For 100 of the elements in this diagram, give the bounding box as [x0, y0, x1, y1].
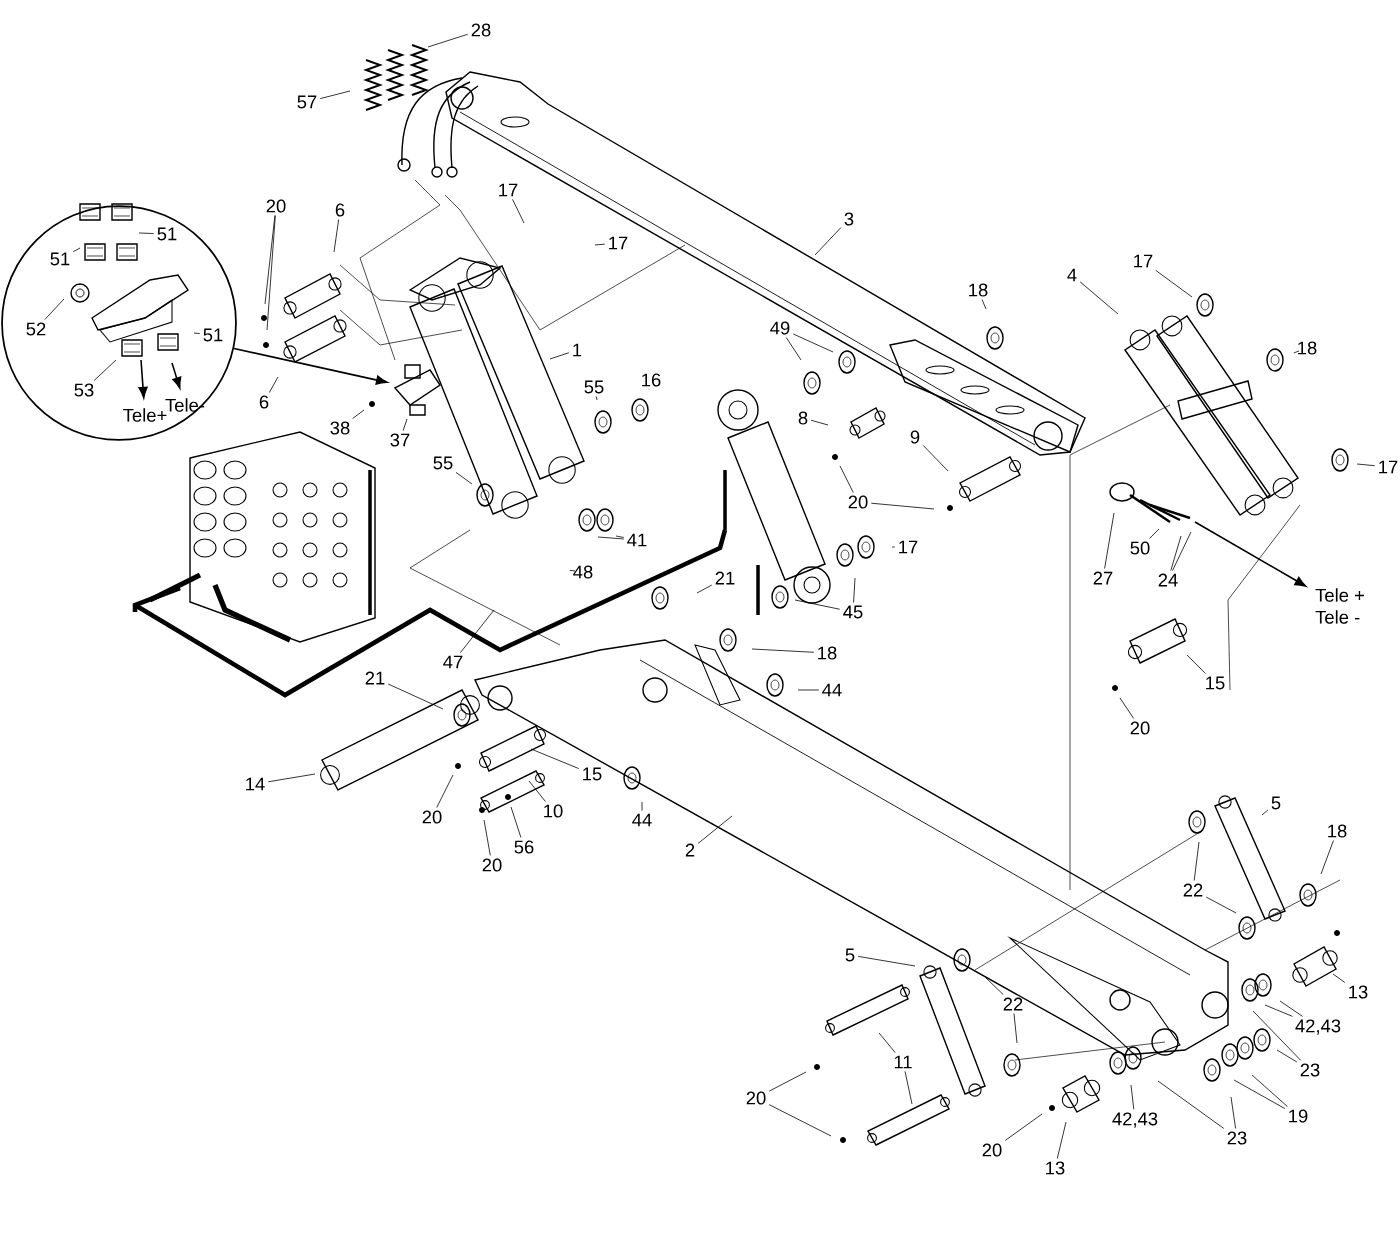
leader-line	[402, 418, 408, 431]
leader-line	[839, 465, 854, 493]
leader-line	[1279, 1000, 1303, 1017]
leader-line	[1130, 1084, 1135, 1110]
callout-number: 20	[746, 1091, 766, 1105]
callout-number: 23	[1300, 1063, 1320, 1077]
callout-number: 49	[770, 321, 790, 335]
leader-line	[1320, 840, 1334, 875]
leader-line	[768, 1071, 807, 1092]
callout-number: 28	[471, 23, 491, 37]
leader-line	[455, 472, 473, 485]
leader-line	[785, 337, 802, 361]
callout-number: 20	[422, 810, 442, 824]
leader-line	[1332, 973, 1346, 983]
leader-line	[530, 748, 580, 769]
callout-number: 6	[335, 203, 345, 217]
callout-number: 52	[26, 322, 46, 336]
callout-number: 42,43	[1112, 1112, 1158, 1128]
leader-line	[641, 801, 643, 812]
callout-number: 6	[259, 395, 269, 409]
callout-number: 20	[266, 199, 286, 213]
callout-number: 44	[822, 683, 842, 697]
leader-line	[857, 955, 916, 967]
leader-line	[814, 227, 842, 256]
leader-line	[44, 298, 65, 320]
leader-line	[696, 584, 713, 594]
callout-number: 4	[1067, 268, 1077, 282]
leader-line	[594, 243, 606, 246]
leader-line	[870, 502, 935, 510]
hose-label: Tele + Tele -	[1315, 588, 1364, 624]
leader-line	[697, 815, 733, 844]
callout-number: 2	[685, 843, 695, 857]
leader-line	[1293, 350, 1300, 354]
leader-line	[268, 376, 279, 393]
leader-line	[138, 232, 155, 234]
leader-line	[1079, 281, 1119, 315]
leader-line	[1155, 269, 1193, 298]
leader-line	[1170, 535, 1182, 571]
leader-line	[597, 536, 625, 540]
leader-line	[459, 609, 495, 654]
leader-line	[797, 689, 820, 691]
callout-number: 51	[157, 227, 177, 241]
callout-number: 42,43	[1295, 1019, 1341, 1035]
leader-line	[1172, 531, 1192, 571]
callout-number: 16	[642, 373, 661, 387]
leader-line	[810, 419, 829, 426]
callout-number: 18	[1328, 824, 1347, 838]
callout-number: 20	[1130, 721, 1150, 735]
callout-number: 17	[499, 183, 518, 197]
callout-number: 19	[1289, 1109, 1308, 1123]
leader-line	[1276, 1049, 1298, 1063]
leader-line	[267, 773, 316, 783]
callout-number: 24	[1158, 573, 1178, 587]
callout-number: 27	[1093, 571, 1113, 585]
callout-number: 41	[627, 533, 647, 547]
leader-line	[193, 332, 201, 334]
callout-number: 10	[544, 804, 563, 818]
callout-number: 55	[433, 456, 453, 470]
callout-number: 56	[514, 840, 534, 854]
callout-number: 1	[573, 343, 582, 357]
arrow	[1194, 521, 1307, 587]
callout-number: 18	[818, 646, 837, 660]
leader-line	[1205, 896, 1237, 914]
leader-line	[595, 396, 598, 401]
leader-line	[1157, 1080, 1225, 1129]
callout-number: 51	[50, 252, 70, 266]
leader-line	[891, 546, 896, 548]
arrow	[171, 362, 182, 389]
leader-line	[853, 577, 856, 603]
leader-line	[528, 780, 546, 802]
leader-line	[1193, 841, 1200, 881]
callout-number: 8	[798, 411, 808, 425]
callout-number: 17	[1134, 254, 1153, 268]
leader-line	[1186, 654, 1206, 674]
leader-line	[483, 819, 491, 856]
callout-number: 37	[390, 433, 410, 447]
leader-line	[569, 569, 576, 572]
leader-line	[72, 247, 81, 253]
leader-line	[1261, 809, 1269, 816]
callout-number: 44	[632, 813, 652, 827]
leader-line	[1119, 697, 1135, 719]
leader-line	[436, 774, 454, 808]
leader-line	[510, 806, 522, 838]
callout-number: 48	[573, 565, 593, 579]
callout-number: 21	[715, 571, 735, 585]
leader-line	[1252, 1010, 1302, 1061]
leader-line	[266, 215, 276, 331]
callout-number: 15	[1206, 676, 1225, 690]
callout-number: 18	[1298, 341, 1317, 355]
leader-line	[984, 976, 1004, 995]
leader-line	[1230, 1096, 1236, 1129]
leader-line	[878, 1032, 896, 1054]
callout-number: 55	[584, 380, 604, 394]
leader-line	[792, 333, 834, 353]
leader-line	[794, 599, 841, 610]
leader-line	[333, 219, 340, 253]
leader-line	[1149, 528, 1160, 539]
leader-line	[1251, 1074, 1288, 1107]
leader-line	[352, 409, 365, 419]
callout-number: 50	[1130, 541, 1150, 555]
